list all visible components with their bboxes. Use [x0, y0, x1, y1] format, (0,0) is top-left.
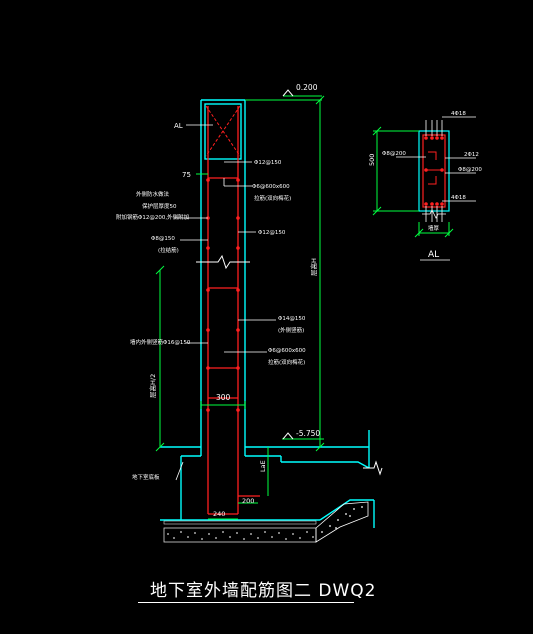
note-left-5: 墙内外侧竖筋Φ16@150: [130, 338, 191, 346]
base-slab-hatch: [163, 520, 317, 543]
slope-hatch: [315, 501, 369, 543]
section-label: AL: [428, 250, 439, 260]
note-left-3: 附加钢筋Φ12@200,外侧附加: [116, 213, 189, 221]
dim-240-label: 240: [213, 510, 225, 518]
note-left-2: 保护层厚度50: [142, 202, 177, 210]
note-left-1: 外侧防水做法: [136, 190, 170, 198]
section-top-bars: 4Φ18: [451, 111, 466, 117]
wall-height-dim-label: 层高H: [309, 258, 318, 276]
lae-dim-label: LaE: [259, 460, 267, 472]
note-right-5: Φ6@600x600: [268, 348, 306, 354]
rebar-dots: [206, 178, 240, 412]
bottom-elevation-label: -5.750: [296, 429, 320, 438]
note-right-3: Φ12@150: [258, 230, 286, 236]
note-right-1: Φ12@150: [254, 160, 282, 166]
main-annotations: 0.200 -5.750 AL 75 300 200 240 外侧防水做法 保护…: [116, 83, 320, 518]
note-right-5b: 拉筋(双向梅花): [268, 358, 305, 366]
leader-lines: [174, 124, 276, 481]
cover-label: 75: [182, 171, 191, 179]
note-bottom-left: 地下室底板: [132, 473, 160, 481]
wall-thickness-label: 300: [216, 393, 231, 402]
top-elevation-label: 0.200: [296, 83, 318, 92]
section-tie: Φ8@200: [458, 167, 482, 173]
note-left-4b: (拉结筋): [158, 246, 179, 254]
note-right-4b: (外侧竖筋): [278, 326, 304, 334]
section-stirrup: Φ8@200: [382, 151, 406, 157]
dimension-lines: [155, 95, 325, 520]
section-width-label: 墙厚: [428, 224, 440, 232]
note-right-2b: 拉筋(双向梅花): [254, 194, 291, 202]
wall-outline: [160, 99, 375, 528]
note-right-4: Φ14@150: [278, 316, 306, 322]
slope-dots: [321, 506, 363, 533]
title-underline: [138, 602, 354, 603]
break-marks: [196, 254, 383, 476]
section-side-bars: 2Φ12: [464, 152, 479, 158]
beam-tag-label: AL: [174, 122, 183, 130]
elevation-markers: [282, 89, 294, 440]
section-height-dim: 500: [368, 154, 376, 166]
wall-rebar: [207, 106, 260, 515]
lower-dim-label: 层高H/2: [148, 374, 157, 398]
section-bottom-bars: 4Φ18: [451, 195, 466, 201]
drawing-title: 地下室外墙配筋图二 DWQ2: [150, 581, 377, 601]
note-left-4: Φ8@150: [151, 236, 175, 242]
section-detail: 4Φ18 4Φ18 2Φ12 Φ8@200 Φ8@200 墙厚 AL 500: [368, 111, 482, 261]
note-right-2: Φ6@600x600: [252, 184, 290, 190]
dim-200-label: 200: [242, 497, 254, 505]
beam-cross: [205, 105, 241, 157]
